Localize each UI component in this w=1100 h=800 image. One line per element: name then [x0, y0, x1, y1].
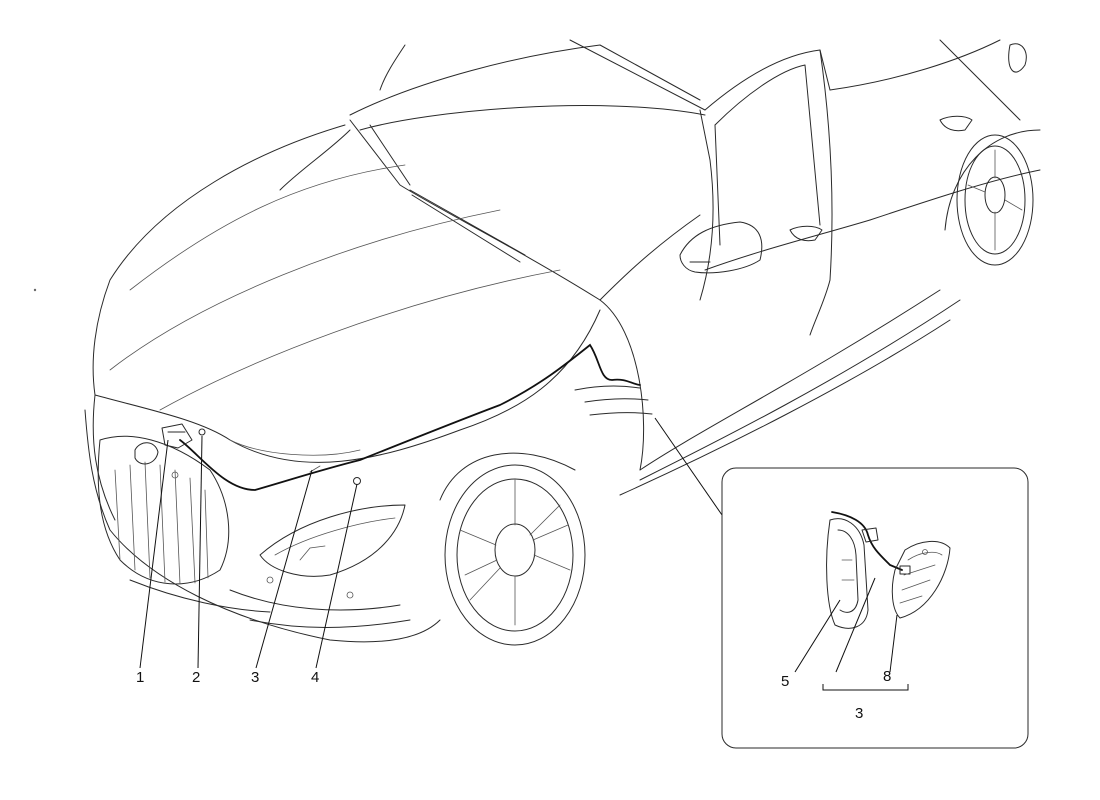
rear-wheel — [944, 129, 1041, 266]
callout-1: 1 — [136, 669, 144, 686]
callout-3-group: 3 — [855, 705, 863, 722]
callout-3: 3 — [251, 669, 259, 686]
leader-lines — [139, 417, 723, 669]
release-cable — [831, 511, 911, 575]
front-fascia — [84, 394, 441, 643]
callout-2: 2 — [192, 669, 200, 686]
front-wheel — [439, 452, 586, 646]
callout-5: 5 — [781, 673, 789, 690]
car-body — [92, 39, 1041, 496]
stray-mark — [33, 288, 37, 292]
release-handle — [826, 518, 869, 629]
callout-8: 8 — [883, 668, 891, 685]
callout-4: 4 — [311, 669, 319, 686]
mounting-bracket — [891, 541, 951, 619]
detail-inset — [721, 467, 1029, 749]
